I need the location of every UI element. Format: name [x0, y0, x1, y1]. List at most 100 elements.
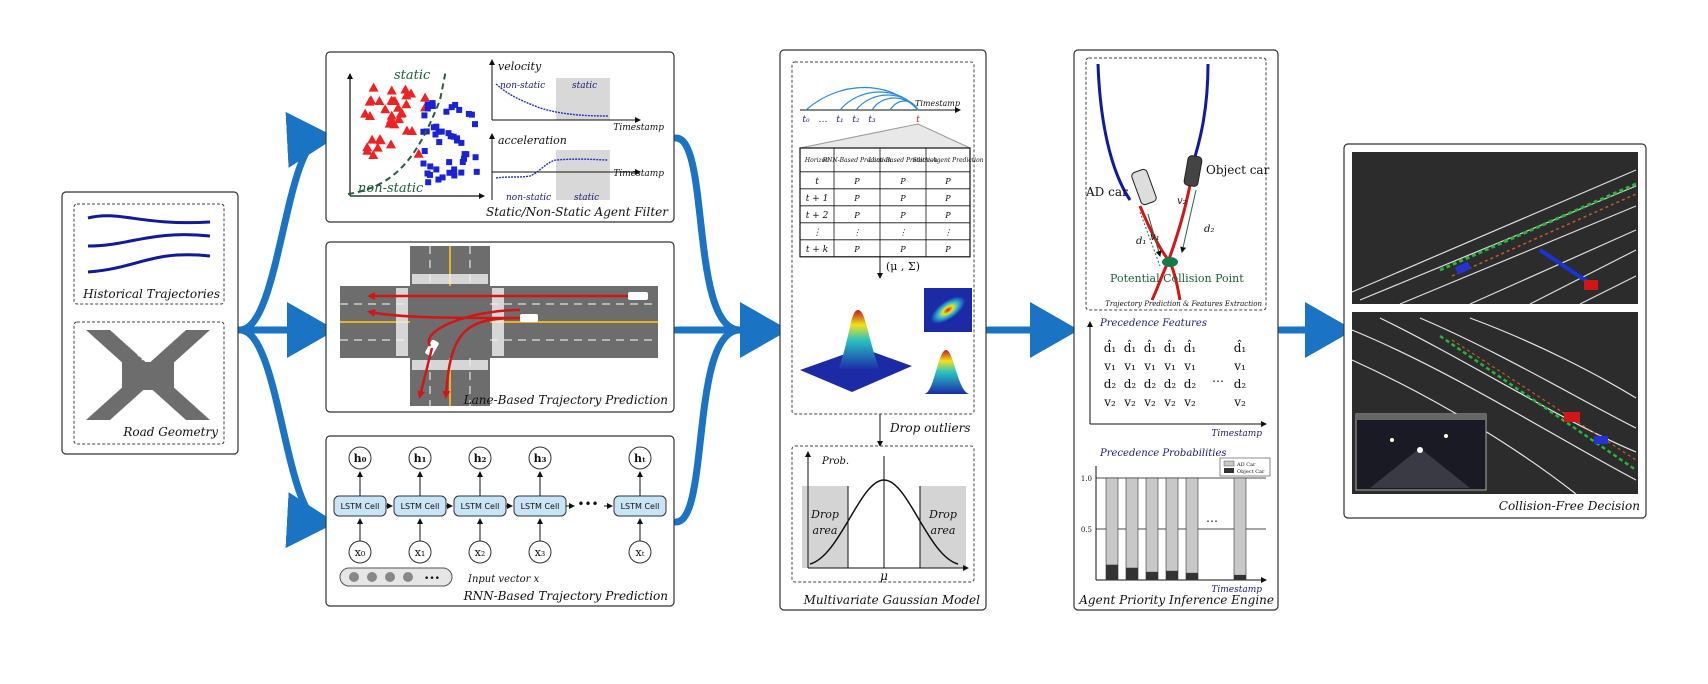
static-point [360, 108, 371, 118]
accel-nonstatic-label: non-static [506, 193, 551, 203]
timeline-tick: … [819, 115, 828, 125]
static-point [393, 102, 404, 112]
feature-value: d̂₁ [1124, 338, 1137, 355]
rnn-dots: ••• [577, 497, 598, 511]
features-timestamp: Timestamp [1211, 429, 1262, 439]
prob-bar-object [1126, 567, 1138, 580]
static-point [374, 134, 385, 144]
intersection-map [340, 246, 658, 406]
nonstatic-point [427, 163, 434, 170]
timeline-tick: t₃ [868, 115, 876, 125]
lane-traj-curve [367, 309, 521, 320]
table-cell: P [853, 194, 860, 203]
features-dots: … [1212, 371, 1224, 385]
timeline-tick: t₀ [802, 115, 810, 125]
nonstatic-point [445, 130, 452, 137]
nonstatic-point [424, 105, 431, 112]
hidden-state-node [408, 446, 432, 470]
ad-car-label: AD car [1085, 185, 1128, 199]
decision-boundary [347, 69, 447, 195]
precedence-features: Precedence Features d̂₁v₁d₂v₂d̂₁v₁d₂v₂d̂… [1087, 318, 1267, 439]
nonstatic-point [452, 101, 459, 108]
feature-value: d̂₁ [1184, 338, 1197, 355]
gaussian-1d-plot: Prob. Drop area Drop area μ [802, 451, 969, 583]
nonstatic-point [450, 133, 457, 140]
decision-panel: Collision-Free Decision [1343, 143, 1647, 519]
timeline-tick: t₂ [852, 115, 860, 125]
v2-label: v₂ [1177, 196, 1187, 207]
nonstatic-point [468, 111, 475, 118]
table-cell: P [899, 245, 906, 254]
nonstatic-point [421, 148, 428, 155]
feature-value: v₁ [1123, 359, 1136, 373]
flow-arrows [236, 112, 1354, 548]
nonstatic-point [425, 179, 432, 186]
nonstatic-point [443, 108, 450, 115]
arrow-to-filter [236, 112, 336, 334]
v1-label: v₁ [1150, 232, 1160, 243]
table-cell: ⋮ [899, 228, 907, 237]
lane-panel-caption: Lane-Based Trajectory Prediction [463, 393, 668, 407]
filter-panel: static non-static velocity non-static st… [325, 51, 675, 223]
nonstatic-point [461, 155, 468, 162]
static-point [406, 88, 417, 98]
bars-ellipsis: … [1206, 511, 1218, 525]
priority-panel-caption: Agent Priority Inference Engine [1078, 593, 1274, 607]
hidden-state-label: h₂ [474, 452, 487, 465]
feature-value: d̂₁ [1104, 338, 1117, 355]
lstm-cell-label: LSTM Cell [521, 502, 560, 511]
priority-panel: AD car Object car v₁ v₂ d₁ d₂ Potential … [1073, 49, 1279, 611]
ytick-1: 1.0 [1081, 475, 1092, 483]
scatter-plot: static non-static [347, 68, 485, 199]
table-cell: P [853, 177, 860, 186]
nonstatic-point [472, 154, 479, 161]
static-point [365, 95, 376, 105]
velocity-static-label: static [572, 81, 597, 91]
table-header: Lane-Based Prediction [868, 157, 938, 164]
static-point [374, 96, 385, 106]
input-label: x₁ [415, 546, 426, 559]
nonstatic-point [426, 171, 433, 178]
feature-value: d̂₁ [1234, 338, 1247, 355]
feature-value: v₁ [1103, 359, 1116, 373]
table-cell: ⋮ [813, 228, 822, 238]
input-label: x₃ [535, 546, 546, 559]
arrow-to-rnn [236, 326, 336, 548]
lane-traj-down [417, 347, 434, 399]
timeline-tick: t₁ [836, 115, 843, 125]
feature-value: v₁ [1183, 359, 1196, 373]
static-point [364, 110, 375, 120]
static-points [360, 82, 431, 159]
nonstatic-point [451, 166, 458, 173]
prob-bar-ad [1125, 477, 1139, 581]
nonstatic-point [446, 159, 453, 166]
driving-view-bottom [1351, 312, 1638, 495]
static-point [413, 148, 424, 158]
nonstatic-point [429, 100, 436, 107]
nonstatic-point [471, 121, 478, 128]
prob-bar-ad [1145, 477, 1159, 581]
feature-value: v₂ [1163, 395, 1176, 409]
input-vector-label: Input vector x [467, 574, 540, 585]
static-point [385, 139, 396, 149]
feature-value: v₂ [1143, 395, 1156, 409]
input-vector: ••• Input vector x [339, 567, 540, 587]
prob-label: Prob. [821, 456, 849, 467]
velocity-nonstatic-label: non-static [500, 81, 545, 91]
drop-area-right-2: area [931, 524, 956, 537]
velocity-plot: velocity non-static static Timestamp [489, 59, 664, 133]
feature-value: d₂ [1164, 377, 1177, 391]
nonstatic-point [459, 158, 466, 165]
ytick-05: 0.5 [1081, 526, 1092, 534]
nonstatic-points [420, 100, 480, 186]
acceleration-label: acceleration [498, 134, 567, 147]
lstm-cell-label: LSTM Cell [401, 502, 440, 511]
nonstatic-point [465, 110, 472, 117]
lstm-cell-label: LSTM Cell [461, 502, 500, 511]
static-point [388, 95, 399, 105]
